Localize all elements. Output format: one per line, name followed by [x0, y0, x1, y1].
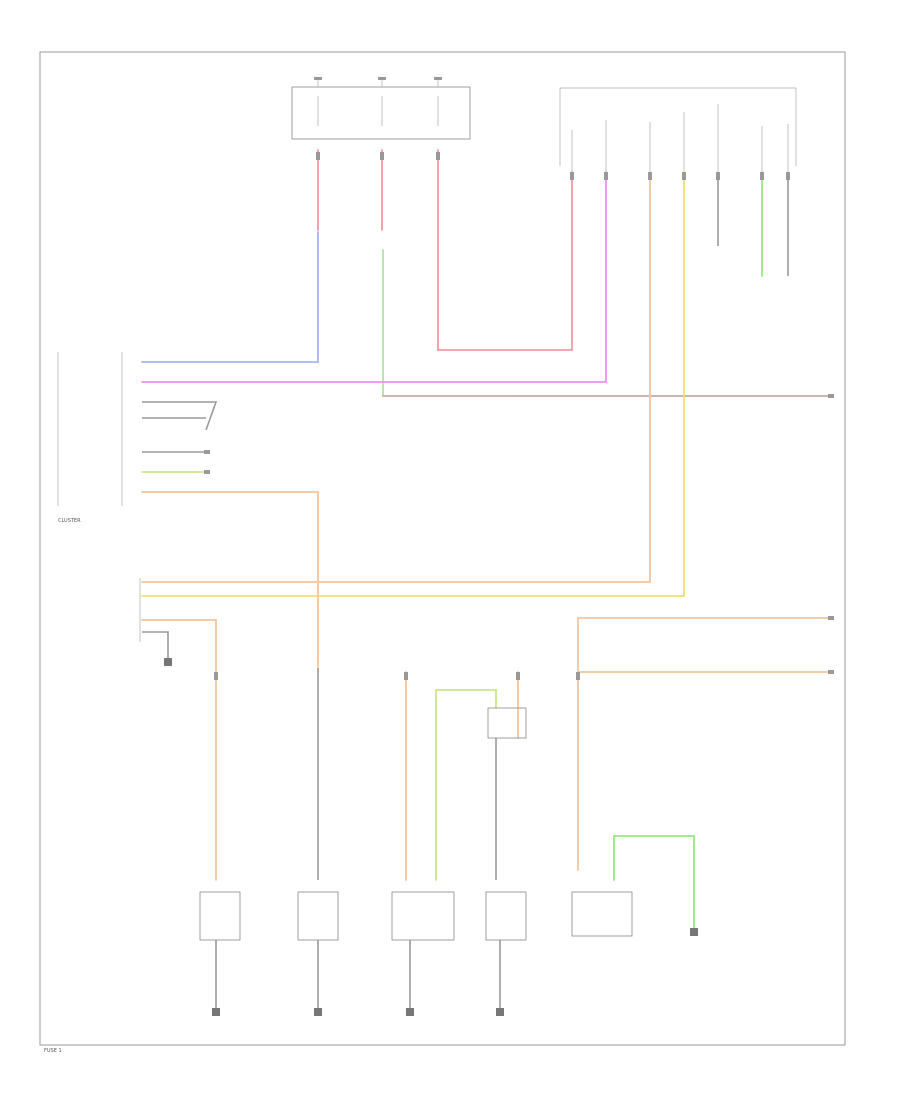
wire-orange-right [577, 617, 829, 871]
wire-yellow [141, 171, 685, 597]
wire-orange-cluster [141, 491, 319, 669]
component-1 [199, 891, 241, 941]
component-4 [485, 891, 527, 941]
fuse-box [291, 86, 471, 140]
module-bracket [559, 87, 797, 172]
bottom-components [199, 707, 633, 941]
wire-blue [141, 231, 319, 363]
switch-relay [487, 707, 527, 739]
wire-magenta [141, 171, 607, 383]
component-3 [391, 891, 455, 941]
component-5 [571, 891, 633, 937]
footer-label: FUSE 1 [44, 1048, 62, 1054]
wire-lime-center [435, 689, 497, 881]
ground-symbols [164, 658, 698, 1016]
connector-pins [204, 152, 834, 680]
fuse-box-fuse-markers [314, 77, 442, 126]
wires [141, 149, 829, 931]
wire-orange-main [141, 171, 651, 583]
gray-wires [142, 172, 789, 1010]
wire-red-fuse3 [437, 149, 573, 351]
diagram-frame [39, 51, 846, 1046]
wire-orange-switch [141, 619, 217, 881]
cluster-connector-block [57, 352, 123, 506]
component-2 [297, 891, 339, 941]
cluster-label: CLUSTER [58, 518, 81, 524]
wire-bright-green [613, 835, 695, 931]
